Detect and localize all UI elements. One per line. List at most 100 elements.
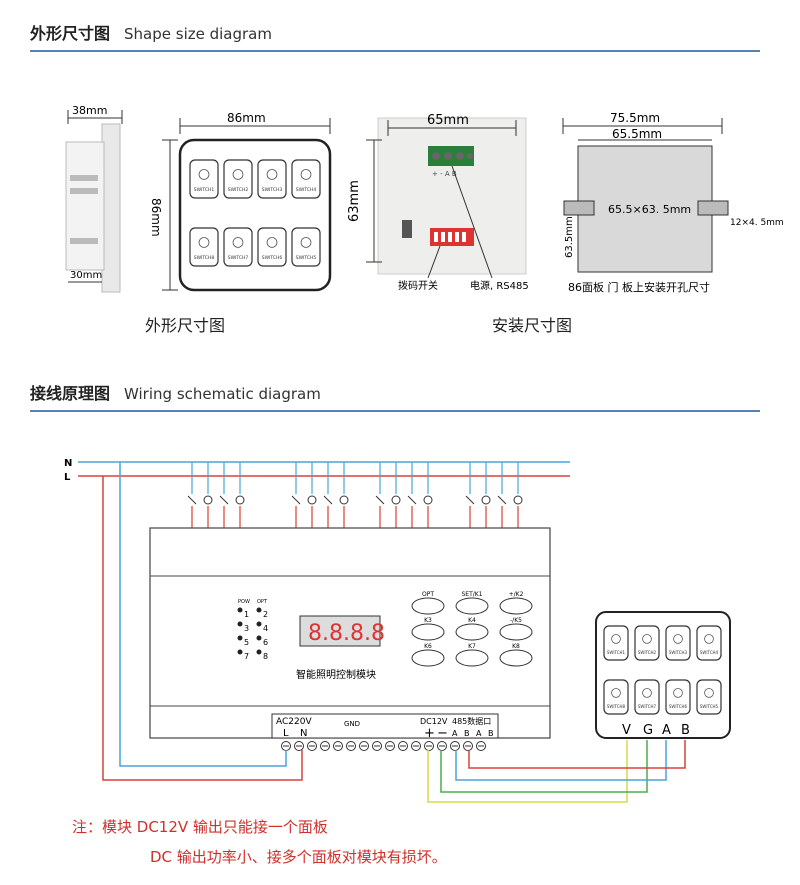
key-label: OPT [422,591,434,598]
key-label: K3 [424,617,432,624]
indicator-num: 5 [244,638,249,647]
switch-label: SWITCH1 [194,187,215,193]
switch-label: SWITCH8 [194,255,215,261]
bulb-icon [673,634,683,644]
note-line-2: DC 输出功率小、接多个面板对模块有损坏。 [150,848,447,866]
bulb-icon [300,169,312,180]
indicator-led [256,621,262,627]
terminal-screw [424,741,434,751]
term-minus: − [437,726,448,741]
terminal-screw [359,741,369,751]
switch-label: SWITCH2 [638,650,657,655]
switch-label: SWITCH8 [607,704,626,709]
front-switch-2: SWITCH2 [223,159,253,199]
module-key[interactable]: K3 [411,617,445,641]
section-title-cn: 外形尺寸图 [30,24,111,43]
front-width-dim: 86mm [227,111,266,125]
section-rule [30,410,760,412]
term-485-a2: A [476,729,482,738]
panel-pin-a: A [662,723,671,738]
bulb-icon [266,237,278,248]
panel-switch-2: SWITCH2 [634,625,660,661]
panel-pin-g: G [643,723,653,738]
terminal-screw [437,741,447,751]
switch-label: SWITCH6 [262,255,283,261]
module-key[interactable]: OPT [411,591,445,615]
switch-label: SWITCH7 [638,704,657,709]
bulb-icon [198,169,210,180]
panel-switch-7: SWITCH6 [665,679,691,715]
term-485-a1: A [452,729,458,738]
cut-note: 86面板 门 板上安装开孔尺寸 [568,280,710,294]
cut-outer-dim: 75.5mm [610,111,660,125]
terminal-screw [346,741,356,751]
bulb-icon [266,169,278,180]
panel-pin-v: V [622,723,631,738]
bulb-icon [673,688,683,698]
indicator-led [237,635,243,641]
module-key[interactable]: K6 [411,643,445,667]
key-label: +/K2 [509,591,524,598]
indicator-pow: POW [238,599,250,605]
bulb-icon [198,237,210,248]
panel-switch-1: SWITCH1 [603,625,629,661]
terminal-screw [398,741,408,751]
section-rule [30,50,760,52]
bulb-icon [642,688,652,698]
switch-label: SWITCH1 [607,650,626,655]
module-key[interactable]: +/K2 [499,591,533,615]
terminal-screw [463,741,473,751]
key-label: SET/K1 [461,591,482,598]
term-l: L [283,728,289,739]
module-name: 智能照明控制模块 [296,668,376,681]
caption-shape: 外形尺寸图 [145,316,226,335]
back-terminal-text: + - A B [432,170,457,178]
module-key[interactable]: -/K5 [499,617,533,641]
switch-label: SWITCH3 [669,650,688,655]
switch-label: SWITCH2 [228,187,249,193]
cut-height-dim: 63.5mm [564,216,575,258]
indicator-num: 2 [263,610,268,619]
bulb-icon [232,237,244,248]
section-title-cn: 接线原理图 [30,384,111,403]
indicator-led [237,607,243,613]
indicator-num: 1 [244,610,249,619]
terminal-screw [320,741,330,751]
cut-center-dim: 65.5×63. 5mm [608,203,691,216]
front-height-dim: 86mm [149,198,163,237]
term-485-b1: B [464,729,470,738]
key-label: K7 [468,643,476,650]
dip-switch-label: 拨码开关 [398,279,438,292]
indicator-led [237,649,243,655]
indicator-num: 7 [244,652,249,661]
front-switch-4: SWITCH4 [291,159,321,199]
term-485-b2: B [488,729,494,738]
switch-label: SWITCH5 [700,704,719,709]
cut-slot-dim: 12×4. 5mm [730,218,784,228]
panel-switch-4: SWITCH4 [696,625,722,661]
back-height-dim: 63mm [347,180,362,222]
switch-label: SWITCH5 [296,255,317,261]
caption-install: 安装尺寸图 [492,316,573,335]
line-n-label: N [64,458,72,469]
module-key[interactable]: SET/K1 [455,591,489,615]
module-key[interactable]: K4 [455,617,489,641]
switch-label: SWITCH6 [669,704,688,709]
indicator-led [237,621,243,627]
cut-inner-dim: 65.5mm [612,127,662,141]
module-key[interactable]: K8 [499,643,533,667]
digital-display: 8.8.8.8 [308,621,385,646]
term-plus: + [424,726,435,741]
panel-switch-3: SWITCH3 [665,625,691,661]
terminal-screw [307,741,317,751]
term-gnd: GND [344,720,360,728]
front-switch-8: SWITCH5 [291,227,321,267]
front-switch-5: SWITCH8 [189,227,219,267]
bulb-icon [611,688,621,698]
bulb-icon [232,169,244,180]
module-key[interactable]: K7 [455,643,489,667]
note-line-1: 注：模块 DC12V 输出只能接一个面板 [72,818,328,836]
